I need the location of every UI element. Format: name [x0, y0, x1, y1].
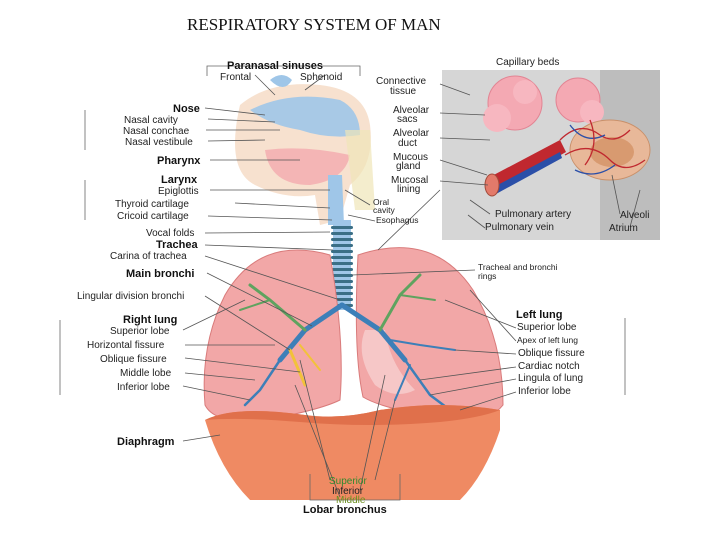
label-mucosal-lining-1: Mucosal [391, 175, 428, 186]
capillary-network [559, 119, 646, 175]
tracheal-ring [331, 250, 353, 253]
trachea [331, 220, 353, 310]
tracheal-ring [331, 262, 353, 265]
label-vocal-folds: Vocal folds [146, 228, 194, 239]
tracheal-ring [331, 274, 353, 277]
label-sphenoid: Sphenoid [300, 72, 342, 83]
label-alveolar-sacs-2: sacs [397, 114, 418, 125]
label-tracheal-rings-2: rings [478, 271, 496, 281]
leader-lines [59, 65, 641, 501]
label-mucosal-lining-2: lining [397, 184, 420, 195]
label-main-bronchi: Main bronchi [126, 268, 194, 280]
label-capillary-beds: Capillary beds [496, 57, 559, 68]
label-mucous-gland-1: Mucous [393, 152, 428, 163]
tracheal-ring [331, 286, 353, 289]
label-larynx: Larynx [161, 174, 198, 186]
label-nasal-conchae: Nasal conchae [123, 126, 190, 137]
label-alveolar-duct-2: duct [398, 138, 417, 149]
right-lung [203, 249, 342, 422]
tracheal-ring [331, 238, 353, 241]
tracheal-ring [331, 244, 353, 247]
label-pulmonary-vein: Pulmonary vein [485, 222, 554, 233]
label-superior: Superior [329, 476, 367, 487]
label-diaphragm: Diaphragm [117, 436, 175, 448]
label-lingula-of-lung: Lingula of lung [518, 373, 583, 384]
tracheal-ring [331, 232, 353, 235]
tracheal-ring [331, 256, 353, 259]
label-alveoli: Alveoli [620, 210, 649, 221]
label-pulmonary-artery: Pulmonary artery [495, 209, 571, 220]
label-lingular-division-bronchi: Lingular division bronchi [77, 291, 184, 302]
label-oblique-fissure-right: Oblique fissure [100, 354, 167, 365]
label-superior-lobe-right: Superior lobe [110, 326, 170, 337]
label-epiglottis: Epiglottis [158, 186, 199, 197]
label-horizontal-fissure: Horizontal fissure [87, 340, 165, 351]
label-middle-lobe: Middle lobe [120, 368, 172, 379]
diaphragm-shape [205, 405, 500, 500]
label-alveolar-duct-1: Alveolar [393, 128, 430, 139]
bronchiole-tube [484, 140, 566, 197]
label-paranasal-sinuses: Paranasal sinuses [227, 60, 323, 72]
alveolar-sacs-illustration [483, 75, 651, 181]
label-middle: Middle [336, 495, 366, 506]
label-apex-left-lung: Apex of left lung [517, 335, 578, 345]
label-carina-of-trachea: Carina of trachea [110, 251, 187, 262]
bronchial-tree [239, 273, 456, 412]
alveoli-inset [442, 70, 660, 240]
label-alveolar-sacs-1: Alveolar [393, 105, 430, 116]
label-nasal-cavity: Nasal cavity [124, 115, 178, 126]
label-frontal: Frontal [220, 72, 251, 83]
label-connective-1: Connective [376, 76, 426, 87]
label-left-lung: Left lung [516, 309, 562, 321]
label-trachea: Trachea [156, 239, 198, 251]
label-inferior-lobe-left: Inferior lobe [518, 386, 571, 397]
label-oral-cavity-1: Oral [373, 197, 389, 207]
label-oblique-fissure-left: Oblique fissure [518, 348, 585, 359]
label-inferior: Inferior [332, 486, 364, 497]
tracheal-ring [331, 280, 353, 283]
label-atrium: Atrium [609, 223, 638, 234]
label-thyroid-cartilage: Thyroid cartilage [115, 199, 189, 210]
label-right-lung: Right lung [123, 314, 177, 326]
label-connective-2: tissue [390, 86, 417, 97]
label-tracheal-rings-1: Tracheal and bronchi [478, 262, 558, 272]
head-airway [235, 75, 375, 225]
label-nasal-vestibule: Nasal vestibule [125, 137, 193, 148]
labels: Paranasal sinuses Frontal Sphenoid Nose … [77, 57, 649, 516]
label-superior-lobe-left: Superior lobe [517, 322, 577, 333]
label-inferior-lobe-right: Inferior lobe [117, 382, 170, 393]
page-title: RESPIRATORY SYSTEM OF MAN [187, 15, 441, 34]
label-nose: Nose [173, 103, 200, 115]
label-cricoid-cartilage: Cricoid cartilage [117, 211, 189, 222]
label-esophagus: Esophagus [376, 215, 419, 225]
tracheal-ring [331, 226, 353, 229]
label-cardiac-notch: Cardiac notch [518, 361, 580, 372]
label-mucous-gland-2: gland [396, 161, 420, 172]
label-lobar-bronchus: Lobar bronchus [303, 504, 387, 516]
tracheal-ring [331, 268, 353, 271]
label-oral-cavity-2: cavity [373, 205, 395, 215]
label-pharynx: Pharynx [157, 155, 201, 167]
